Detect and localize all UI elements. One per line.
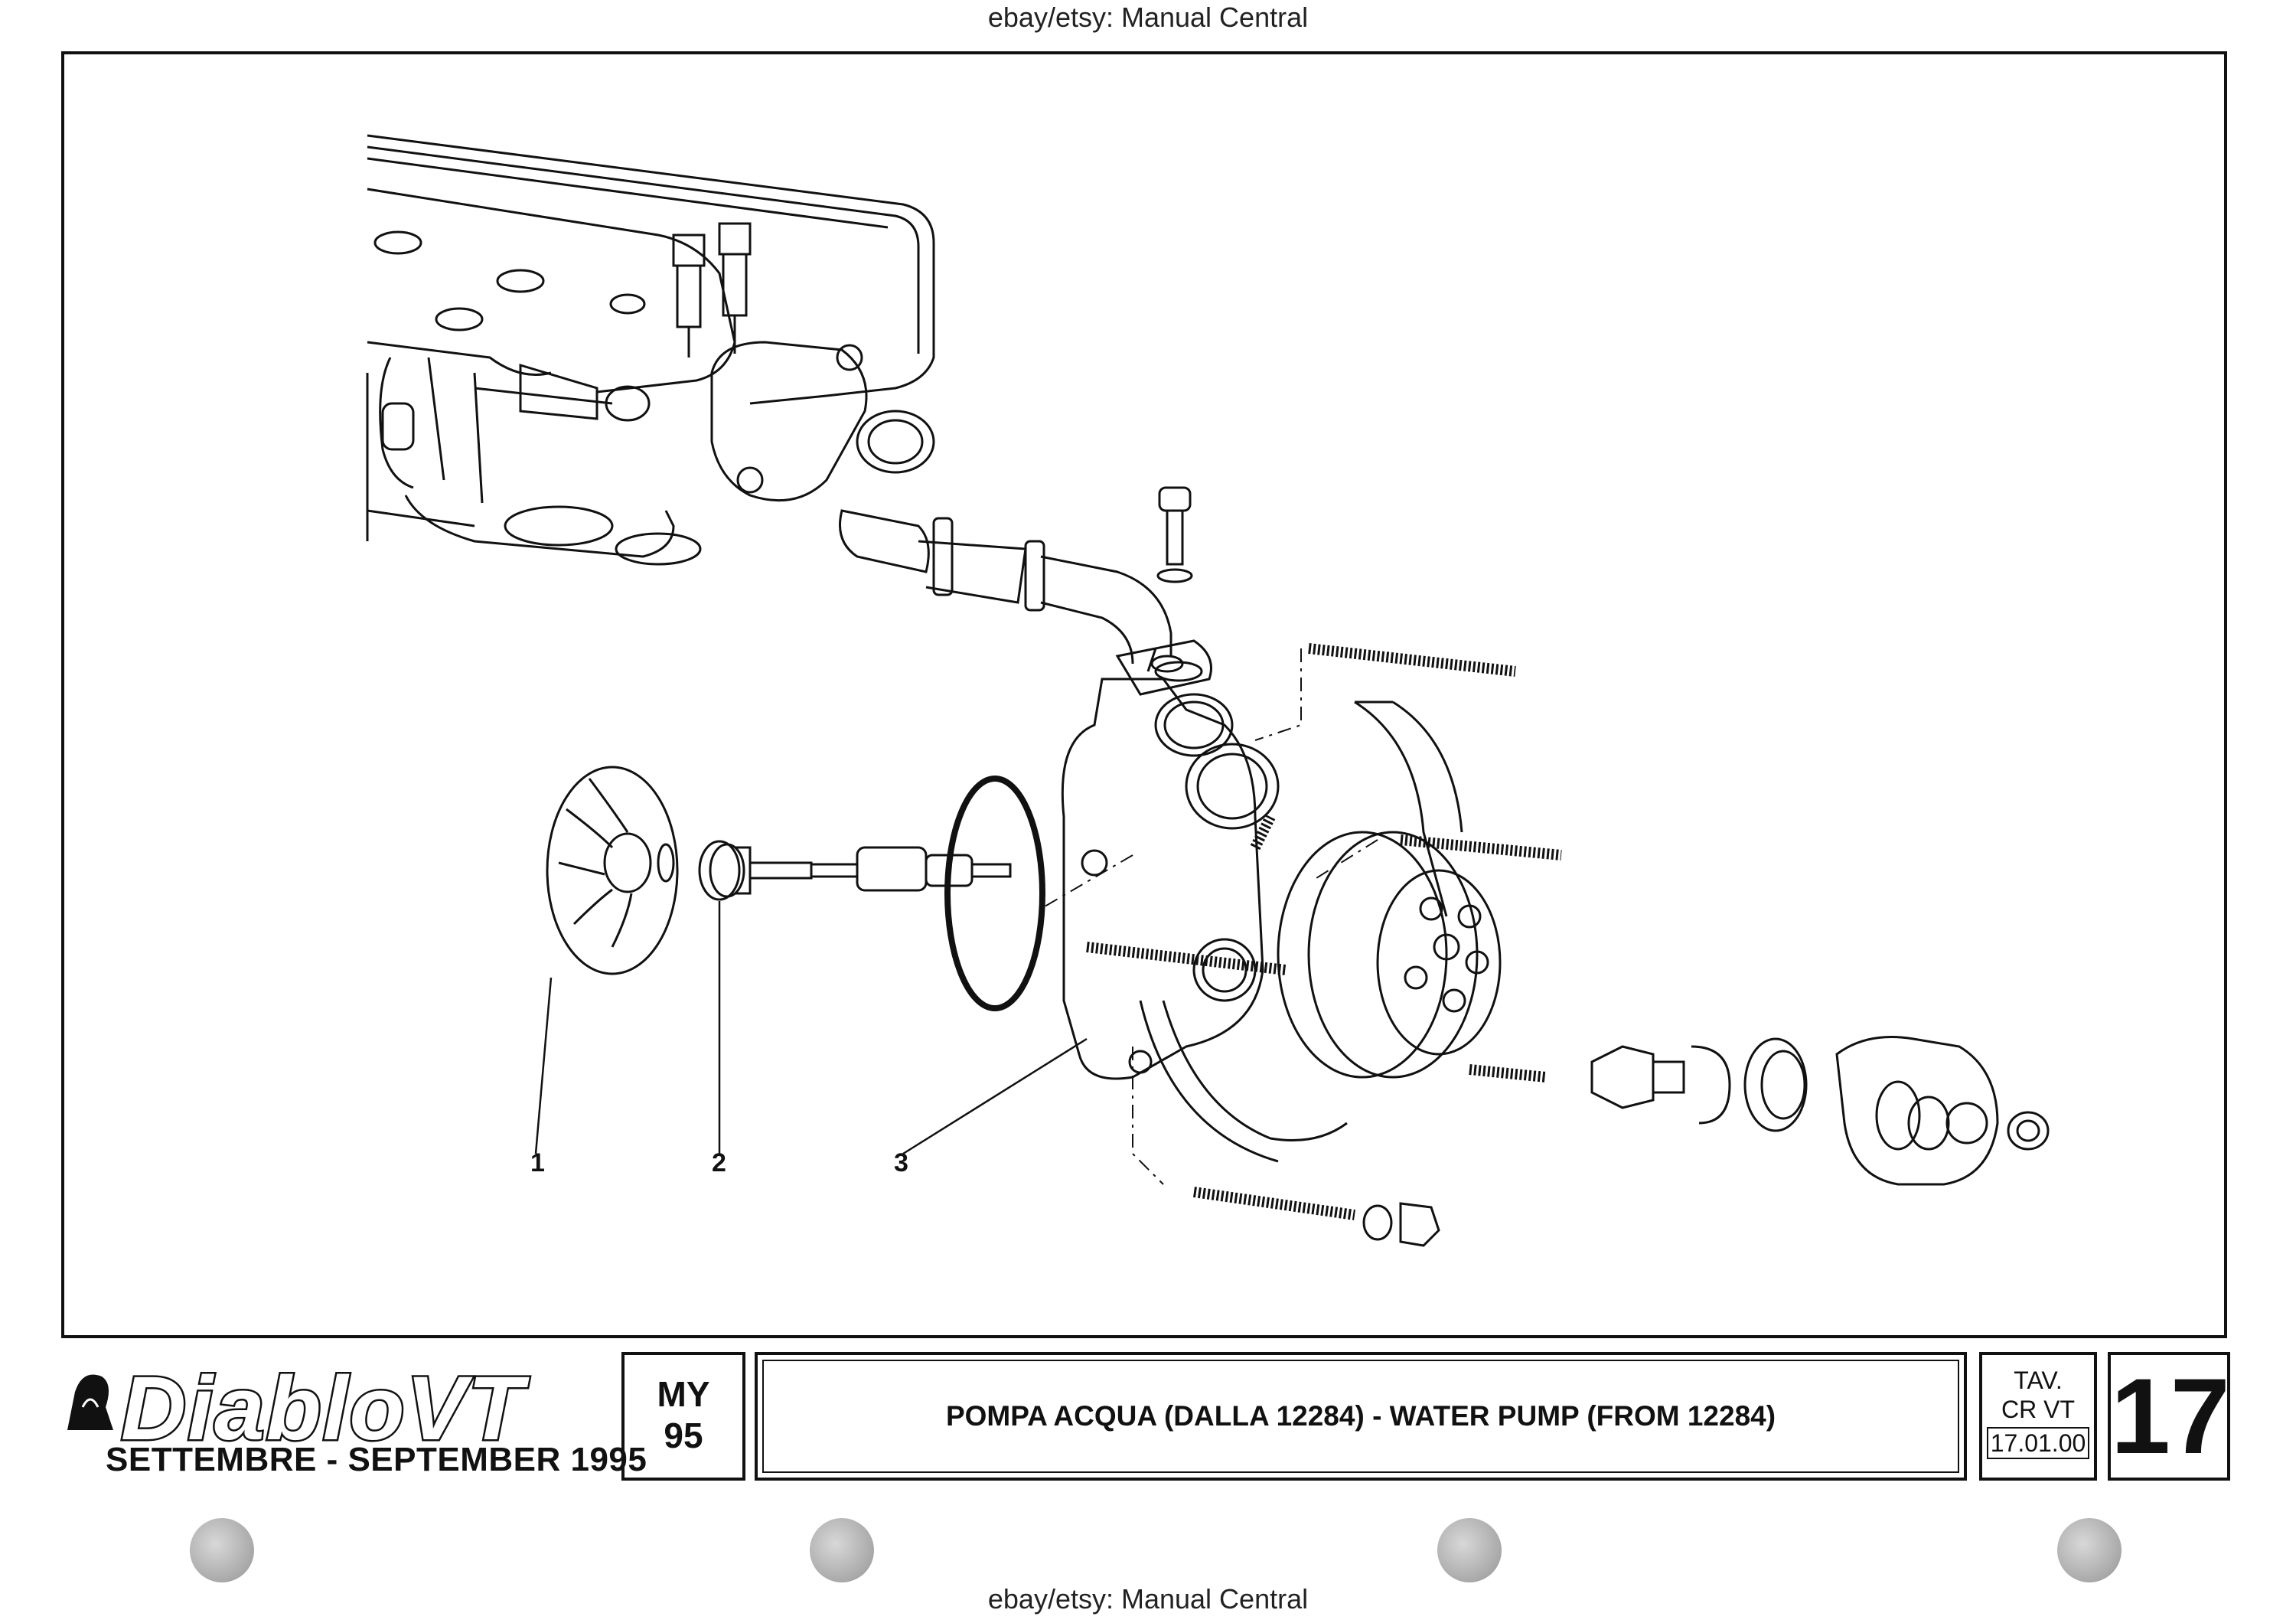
callout-3: 3 (894, 1148, 908, 1177)
table-reference-box: TAV. CR VT 17.01.00 (1979, 1352, 2097, 1481)
callout-1: 1 (530, 1148, 545, 1177)
housing-studs (1086, 643, 1562, 1220)
table-label: TAV. (2014, 1367, 2063, 1394)
binder-hole (1437, 1518, 1502, 1582)
bull-icon (67, 1374, 113, 1430)
publication-date: SETTEMBRE - SEPTEMBER 1995 (106, 1441, 647, 1478)
watermark-top: ebay/etsy: Manual Central (987, 2, 1309, 33)
exploded-diagram (366, 134, 2050, 1247)
table-series: CR VT (2001, 1396, 2075, 1423)
drawing-frame (61, 51, 2227, 1338)
brand-logo: DiabloVT SETTEMBRE - SEPTEMBER 1995 (60, 1352, 647, 1481)
stud-nuts (1362, 1202, 1440, 1247)
page-title: POMPA ACQUA (DALLA 12284) - WATER PUMP (… (762, 1360, 1959, 1473)
pump-housing (1061, 648, 1280, 1080)
coolant-hose (839, 509, 1212, 696)
alignment-lines (1040, 648, 1378, 1185)
flange-bolt (1156, 486, 1193, 583)
model-year-value: 95 (664, 1416, 703, 1455)
page-number: 17 (2108, 1352, 2230, 1481)
thermostat-housing (474, 341, 935, 502)
watermark-bottom: ebay/etsy: Manual Central (987, 1583, 1309, 1615)
drive-belt (1139, 700, 1463, 1163)
logo-wordmark: DiabloVT (119, 1357, 525, 1461)
binder-hole (190, 1518, 254, 1582)
o-ring (944, 776, 1045, 1011)
callout-leaders (534, 901, 1088, 1155)
engine-manifold (366, 134, 935, 566)
pump-shaft (748, 846, 1012, 892)
impeller (546, 766, 679, 975)
pump-pulley (1277, 831, 1502, 1079)
callout-2: 2 (712, 1148, 726, 1177)
binder-hole (2057, 1518, 2122, 1582)
title-box: POMPA ACQUA (DALLA 12284) - WATER PUMP (… (755, 1352, 1967, 1481)
table-code: 17.01.00 (1987, 1427, 2089, 1459)
model-year-label: MY (657, 1374, 710, 1414)
mechanical-seal (698, 840, 752, 901)
binder-hole (810, 1518, 874, 1582)
model-year-box: MY 95 (621, 1352, 745, 1481)
tensioner-assembly (1590, 1036, 2050, 1186)
